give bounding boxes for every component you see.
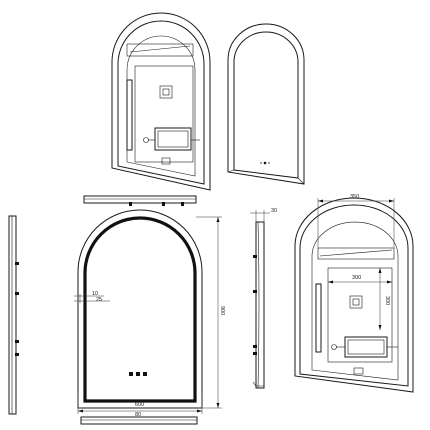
left-side-profile [8, 215, 19, 415]
height-dimension [196, 216, 222, 409]
edge-offset-b-label: 25 [96, 297, 102, 303]
back-led-width-label: 350 [350, 194, 359, 200]
top-view-strip [83, 195, 197, 206]
depth-label: 30 [271, 208, 277, 214]
bottom-strip-label: 80 [135, 412, 141, 418]
rear-dimension-view [294, 197, 414, 393]
bottom-view-strip [80, 416, 198, 425]
back-box-width-label: 300 [352, 275, 361, 281]
front-perspective-view [227, 23, 305, 185]
rear-perspective-view [111, 12, 211, 191]
width-dimension [77, 392, 203, 414]
overall-width-label: 600 [135, 402, 144, 408]
side-profile-view [250, 210, 270, 389]
overall-height-label: 900 [219, 306, 225, 315]
edge-offset-a-label: 10 [92, 291, 98, 297]
main-front-view [74, 209, 203, 409]
back-box-height-label: 300 [384, 296, 390, 305]
